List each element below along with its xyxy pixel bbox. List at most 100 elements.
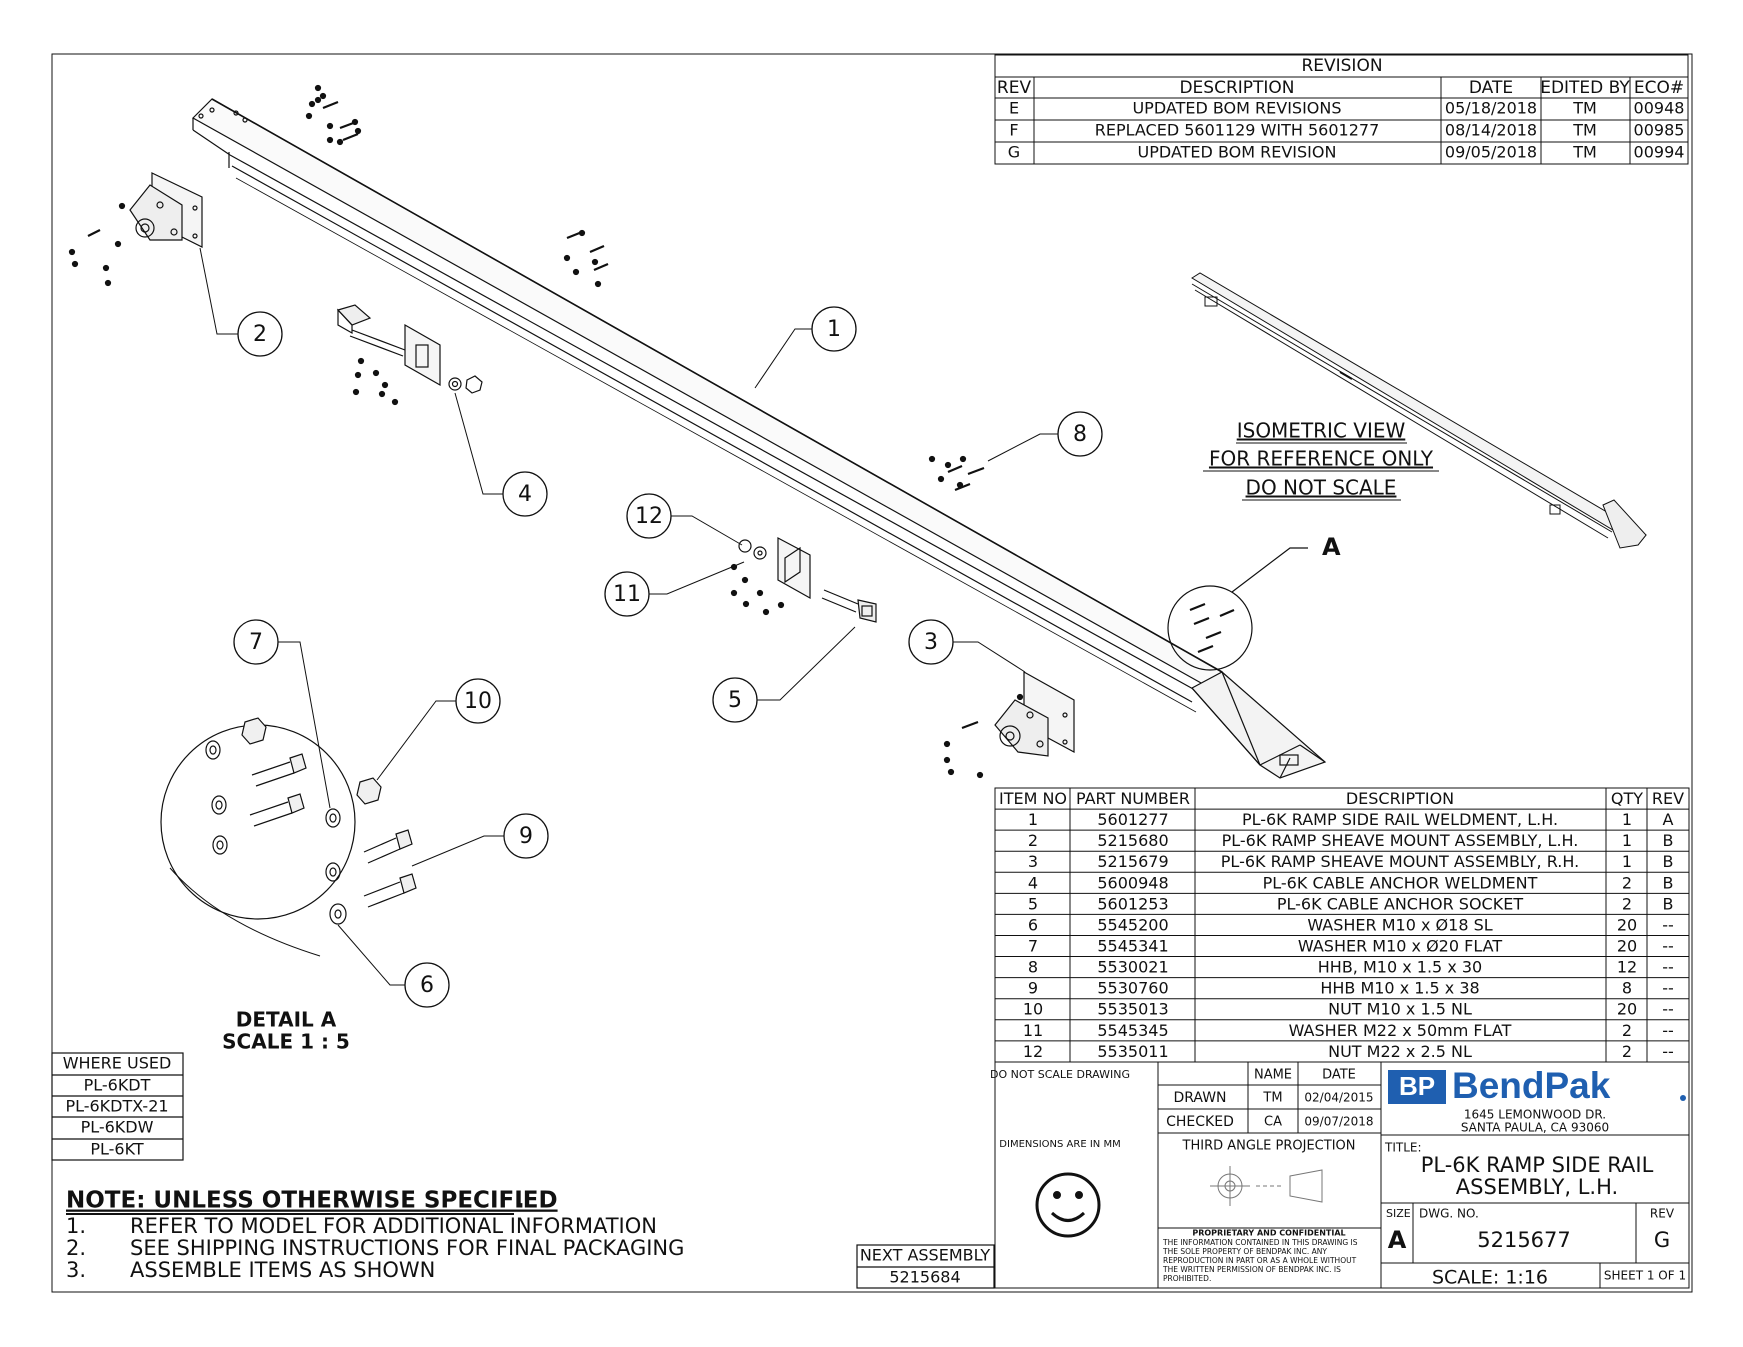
fastener-mark xyxy=(314,84,322,92)
bom-cell: WASHER M10 x Ø20 FLAT xyxy=(1298,937,1502,956)
dwg-no-value: 5215677 xyxy=(1477,1228,1571,1252)
fastener-mark xyxy=(976,771,984,779)
fastener-mark xyxy=(378,390,386,398)
fastener-mark xyxy=(730,589,738,597)
cable-anchor-weldment-upper xyxy=(336,304,483,394)
item-balloon-label: 12 xyxy=(635,504,663,529)
title-label: TITLE: xyxy=(1384,1141,1422,1155)
revision-cell: G xyxy=(1008,143,1020,162)
do-not-scale: DO NOT SCALE DRAWING xyxy=(990,1068,1130,1081)
drawn-label: DRAWN xyxy=(1173,1090,1226,1106)
revision-title: REVISION xyxy=(1301,56,1382,76)
bolt-mark xyxy=(1197,644,1214,654)
bom-cell: 5545341 xyxy=(1097,937,1168,956)
bom-cell: 10 xyxy=(1023,1000,1043,1019)
bolt-mark xyxy=(593,262,609,272)
rev-label: REV xyxy=(1650,1207,1675,1221)
balloon-leaders xyxy=(199,247,1058,986)
leader-line xyxy=(649,561,745,595)
size-value: A xyxy=(1388,1226,1407,1254)
size-label: SIZE xyxy=(1386,1207,1411,1220)
item-balloon-circle xyxy=(233,619,279,665)
bom-cell: 5601277 xyxy=(1097,810,1168,829)
bom-cell: 5535013 xyxy=(1097,1000,1168,1019)
fastener-mark xyxy=(943,756,951,764)
fastener-mark xyxy=(357,357,365,365)
isometric-note-line3: DO NOT SCALE xyxy=(1246,476,1397,500)
bom-cell: 5545345 xyxy=(1097,1021,1168,1040)
fastener-mark xyxy=(354,127,362,135)
bom-cell: 3 xyxy=(1028,852,1038,871)
note-number: 3. xyxy=(66,1258,86,1282)
checked-label: CHECKED xyxy=(1166,1114,1234,1130)
date-header: DATE xyxy=(1322,1068,1356,1083)
item-balloon-circle xyxy=(811,306,857,352)
bom-cell: -- xyxy=(1662,1000,1674,1019)
fastener-mark xyxy=(71,260,79,268)
leader-line xyxy=(754,328,812,389)
third-angle-projection-icon xyxy=(1210,1166,1323,1206)
fastener-mark xyxy=(102,264,110,272)
fastener-mark xyxy=(104,279,112,287)
proprietary-text: THE SOLE PROPERTY OF BENDPAK INC. ANY xyxy=(1162,1247,1327,1256)
sheave-mount-rh xyxy=(994,670,1075,757)
title-block xyxy=(994,1061,1690,1289)
item-balloon-circle xyxy=(503,813,549,859)
checked-date: 09/07/2018 xyxy=(1304,1115,1373,1129)
bom-cell: B xyxy=(1663,831,1674,850)
fastener-mark xyxy=(336,138,344,146)
fastener-mark xyxy=(319,92,327,100)
bom-cell: 8 xyxy=(1028,958,1038,977)
fastener-mark xyxy=(326,136,334,144)
item-balloon-label: 1 xyxy=(827,317,841,342)
bom-cell: 2 xyxy=(1622,873,1632,892)
item-balloon-label: 3 xyxy=(924,630,938,655)
leader-line xyxy=(953,641,1026,673)
bom-cell: NUT M10 x 1.5 NL xyxy=(1328,1000,1472,1019)
item-balloon-circle xyxy=(908,619,954,665)
leader-line xyxy=(757,626,856,701)
revision-table xyxy=(994,54,1689,165)
where-used-item: PL-6KT xyxy=(90,1140,143,1159)
bom-cell: 6 xyxy=(1028,915,1038,934)
revision-header: DATE xyxy=(1469,78,1513,98)
bom-header: ITEM NO xyxy=(999,789,1067,808)
bolt-mark xyxy=(589,244,605,254)
bom-cell: NUT M22 x 2.5 NL xyxy=(1328,1042,1472,1061)
bom-cell: 5600948 xyxy=(1097,873,1168,892)
bom-cell: PL-6K RAMP SHEAVE MOUNT ASSEMBLY, R.H. xyxy=(1221,852,1579,871)
revision-cell: 00985 xyxy=(1634,121,1685,140)
drawn-date: 02/04/2015 xyxy=(1304,1091,1373,1105)
item-balloon-label: 6 xyxy=(420,973,434,998)
detail-a-callout xyxy=(1167,547,1308,671)
proprietary-text: PROHIBITED. xyxy=(1163,1274,1211,1283)
item-balloon-circle xyxy=(1057,411,1103,457)
bolt-mark xyxy=(961,720,979,730)
bom-cell: 1 xyxy=(1028,810,1038,829)
fastener-mark xyxy=(572,268,580,276)
fastener-mark xyxy=(352,388,360,396)
sheet-border xyxy=(51,53,1693,1293)
proprietary-text: REPRODUCTION IN PART OR AS A WHOLE WITHO… xyxy=(1163,1256,1357,1265)
detail-caption-scale: SCALE 1 : 5 xyxy=(222,1030,350,1054)
bom-cell: 5535011 xyxy=(1097,1042,1168,1061)
bom-cell: A xyxy=(1663,810,1674,829)
next-assembly-box xyxy=(856,1244,995,1289)
logo-name: BendPak xyxy=(1452,1065,1611,1106)
bendpak-logo: BP BendPak xyxy=(1388,1065,1686,1106)
bom-row-lines xyxy=(995,808,1689,1042)
leader-line xyxy=(671,515,743,546)
fastener-mark xyxy=(742,600,750,608)
revision-cell: 05/18/2018 xyxy=(1445,99,1537,118)
scale-value: SCALE: 1:16 xyxy=(1432,1267,1548,1289)
item-balloon-label: 7 xyxy=(249,630,263,655)
item-balloon-circle xyxy=(237,311,283,357)
bolt-mark xyxy=(1189,602,1206,612)
bolt-mark xyxy=(1193,616,1210,626)
notes-title-period: . xyxy=(516,1188,525,1214)
bom-cell: 8 xyxy=(1622,979,1632,998)
fastener-mark xyxy=(947,768,955,776)
bom-cell: 4 xyxy=(1028,873,1038,892)
